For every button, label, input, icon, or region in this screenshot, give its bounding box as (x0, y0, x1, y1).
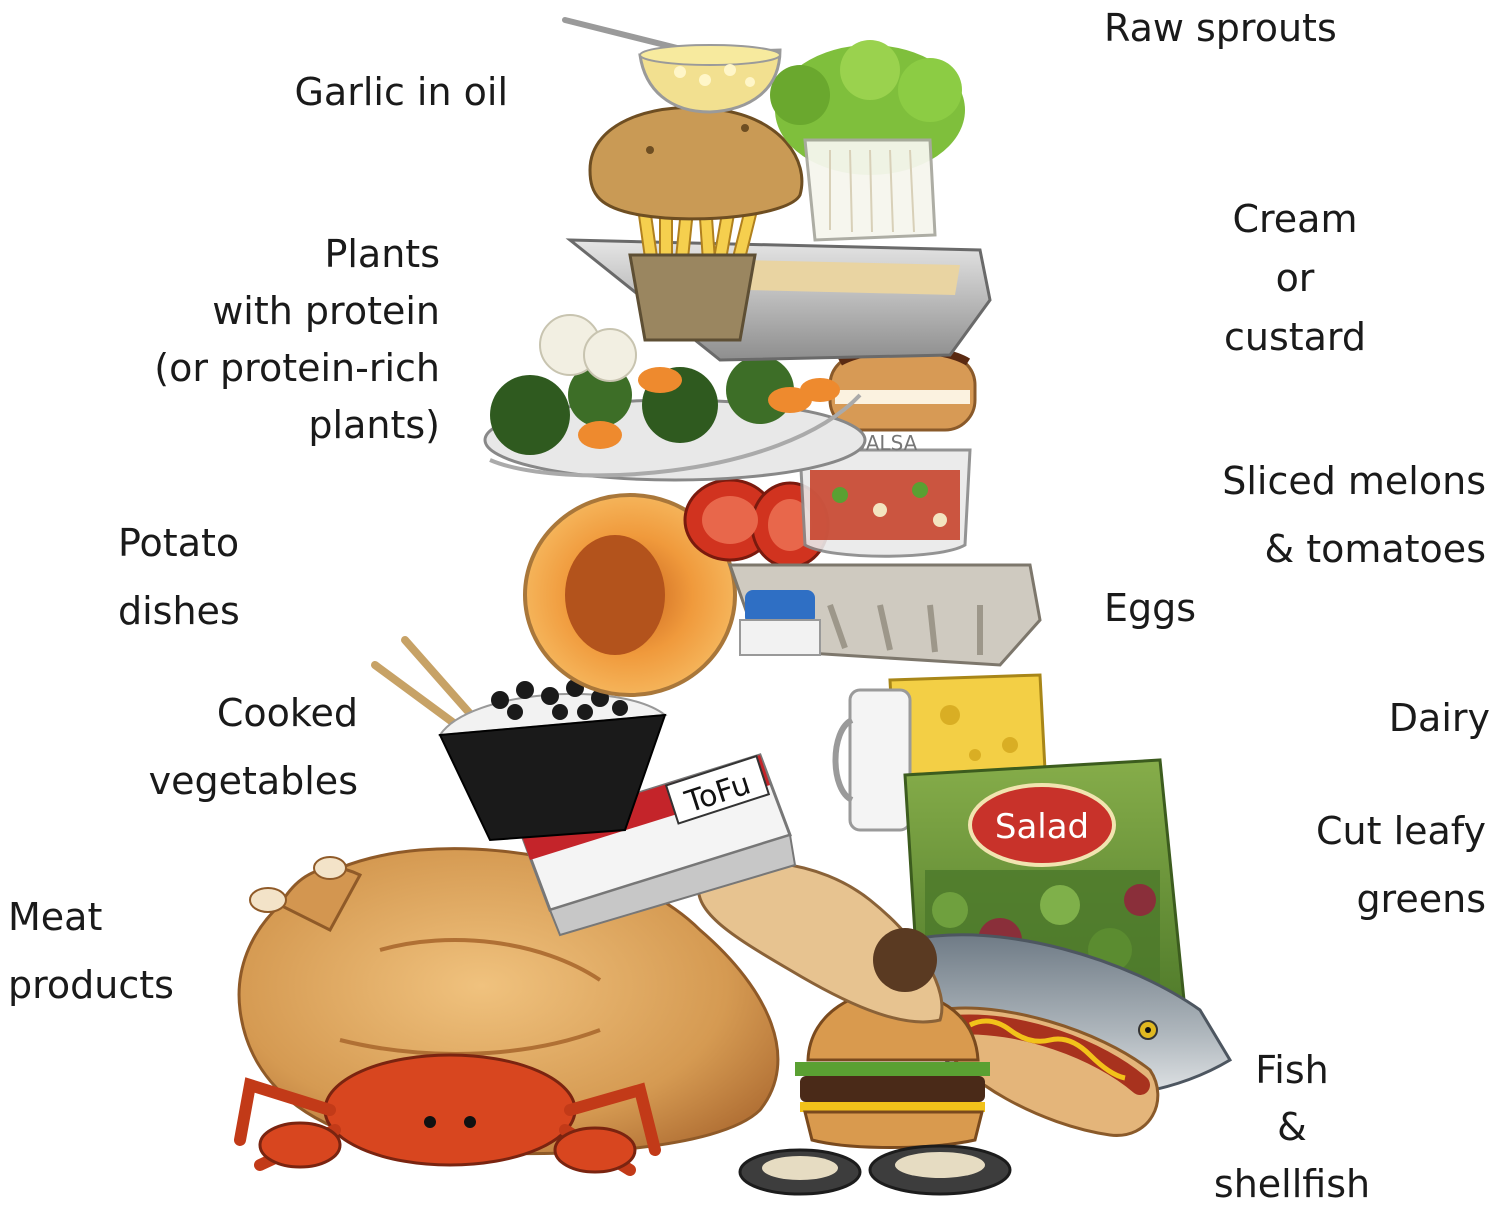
potato-icon (590, 108, 802, 219)
label-cut-leafy-greens: Cut leafy greens (1316, 798, 1486, 933)
salad-bag-label: Salad (995, 807, 1089, 847)
label-sliced-melons-tomatoes: Sliced melons & tomatoes (1222, 447, 1486, 584)
label-fish-shellfish: Fish & shellfish (1192, 1042, 1392, 1213)
label-potato-dishes: Potato dishes (118, 510, 240, 645)
label-cream-custard: Cream or custard (1200, 190, 1390, 367)
label-eggs: Eggs (1104, 580, 1196, 637)
garlic-oil-bowl-icon (565, 20, 780, 112)
label-cooked-vegetables: Cooked vegetables (149, 680, 358, 815)
milk-mug-icon (836, 690, 911, 830)
sprouts-box-icon (770, 40, 965, 240)
cheese-wedge-icon (890, 675, 1045, 775)
cream-pastry-icon (830, 349, 975, 430)
oysters-icon (740, 1146, 1010, 1194)
label-garlic-in-oil: Garlic in oil (294, 64, 508, 121)
egg-carton-icon (730, 565, 1040, 665)
label-plants-with-protein: Plants with protein (or protein-rich pla… (154, 226, 440, 454)
label-meat-products: Meat products (8, 884, 174, 1019)
label-dairy: Dairy (1389, 690, 1490, 747)
label-raw-sprouts: Raw sprouts (1104, 0, 1337, 57)
